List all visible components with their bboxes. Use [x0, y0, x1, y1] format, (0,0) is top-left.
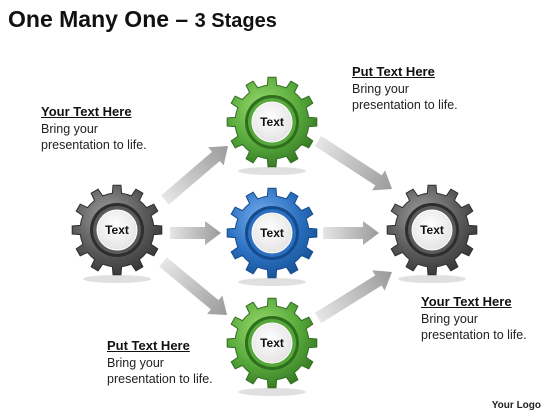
- note-line: Bring your: [41, 121, 98, 136]
- note-heading: Your Text Here: [41, 104, 132, 119]
- gear-bottom: Text: [226, 297, 318, 396]
- gear-label: Text: [260, 115, 284, 129]
- note-heading: Put Text Here: [352, 64, 435, 79]
- page-title: One Many One – 3 Stages: [8, 6, 277, 33]
- note-middle-left: Your Text Here Bring your presentation t…: [41, 104, 147, 154]
- arrow-top-to-right: [314, 135, 392, 191]
- arrow-left-to-middle: [170, 221, 221, 245]
- gear-label: Text: [420, 223, 444, 237]
- gear-left: Text: [71, 184, 163, 283]
- arrow-left-to-top: [161, 146, 229, 205]
- note-line: Bring your: [421, 311, 478, 326]
- title-main: One Many One: [8, 6, 170, 32]
- note-line: Bring your: [107, 355, 164, 370]
- note-line: presentation to life.: [421, 328, 527, 342]
- note-top-right: Put Text Here Bring your presentation to…: [352, 64, 458, 114]
- gear-label: Text: [260, 336, 284, 350]
- note-heading: Your Text Here: [421, 294, 512, 309]
- note-heading: Put Text Here: [107, 338, 190, 353]
- note-line: Bring your: [352, 81, 409, 96]
- gear-label: Text: [105, 223, 129, 237]
- note-bottom-left: Put Text Here Bring your presentation to…: [107, 338, 213, 388]
- gear-right: Text: [386, 184, 478, 283]
- arrow-left-to-bottom: [159, 257, 227, 316]
- gear-top: Text: [226, 76, 318, 175]
- logo-text: Your Logo: [491, 400, 541, 411]
- note-bottom-right: Your Text Here Bring your presentation t…: [421, 294, 527, 344]
- title-sub: 3 Stages: [194, 10, 277, 32]
- gear-label: Text: [260, 226, 284, 240]
- title-dash: –: [169, 6, 195, 32]
- arrows-layer: [159, 135, 392, 324]
- note-line: presentation to life.: [107, 372, 213, 386]
- arrow-middle-to-right: [323, 221, 379, 245]
- arrow-bottom-to-right: [314, 270, 392, 324]
- note-line: presentation to life.: [352, 98, 458, 112]
- note-line: presentation to life.: [41, 138, 147, 152]
- gear-middle: Text: [226, 187, 318, 286]
